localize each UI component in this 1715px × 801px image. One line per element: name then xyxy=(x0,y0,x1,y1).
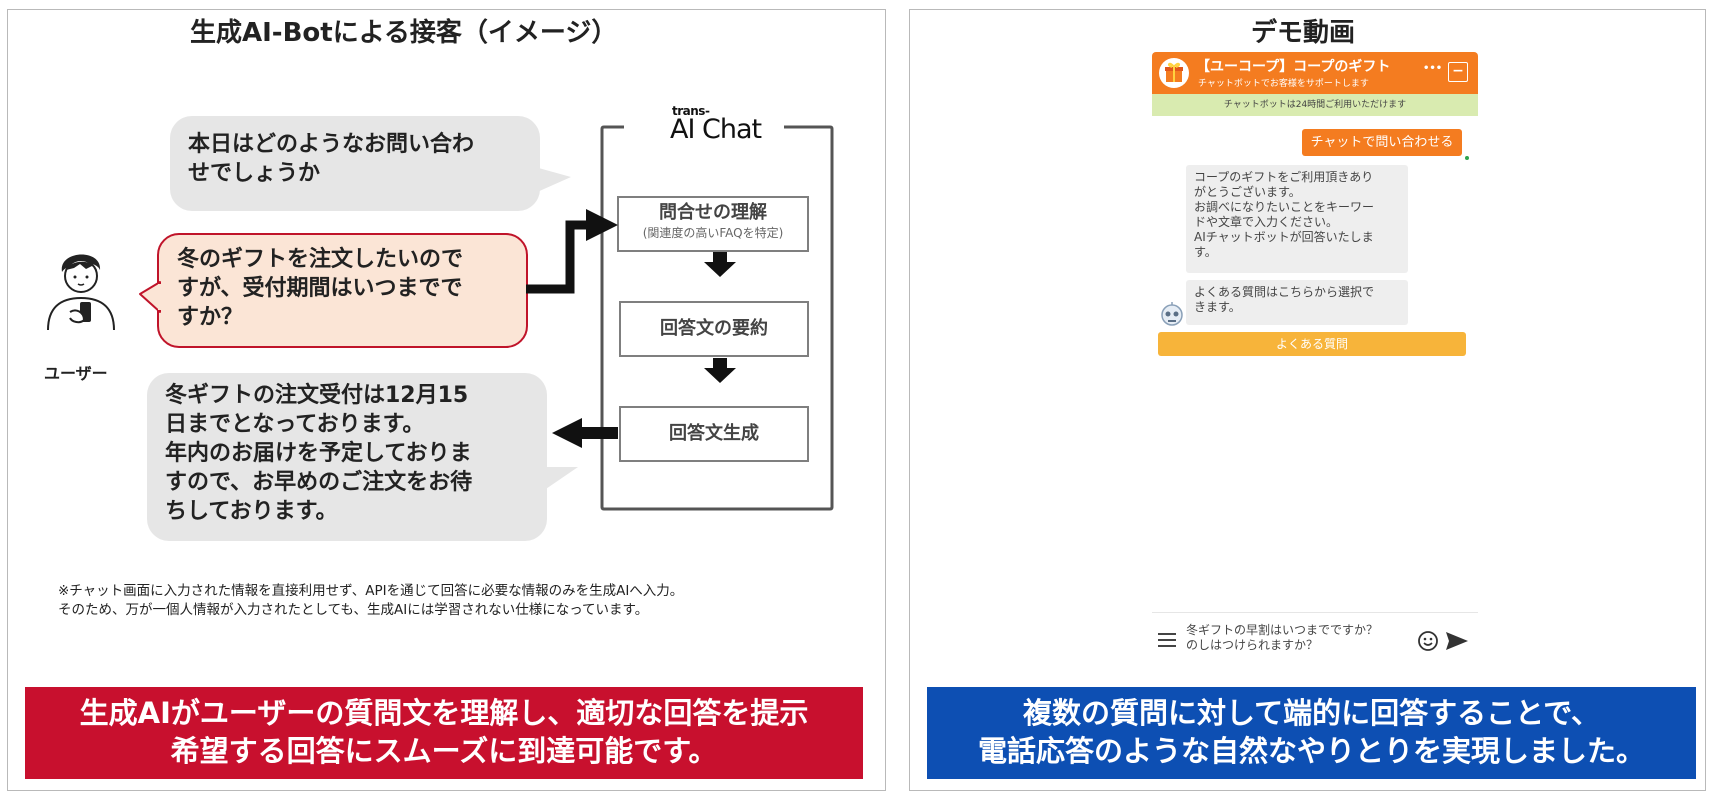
step-understand-box: 問合せの理解 (関連度の高いFAQを特定) xyxy=(617,196,809,252)
bot-answer-line-4: すので、お早めのご注文をお待 xyxy=(165,470,473,495)
chat-input-line-1: 冬ギフトの早割はいつまでですか？ xyxy=(1186,623,1379,637)
bot-welcome-message: コープのギフトをご利用頂きあり がとうございます。 お調べになりたいことをキーワ… xyxy=(1186,165,1408,273)
user-question-line-1: 冬のギフトを注文したいので xyxy=(177,247,464,272)
user-question-bubble: 冬のギフトを注文したいので すが、受付期間はいつまでで すか？ xyxy=(157,233,528,348)
step-generate-box: 回答文生成 xyxy=(619,406,809,462)
right-panel-title: デモ動画 xyxy=(1251,18,1356,48)
bot-answer-bubble: 冬ギフトの注文受付は12月15 日までとなっております。 年内のお届けを予定して… xyxy=(147,373,547,541)
ai-chat-frame xyxy=(600,125,834,511)
read-indicator xyxy=(1465,156,1469,160)
chat-header: 【ユーコープ】コープのギフト チャットボットでお客様をサポートします ••• − xyxy=(1152,52,1478,94)
bot-welcome-line-1: コープのギフトをご利用頂きあり xyxy=(1194,170,1374,184)
user-avatar-icon xyxy=(47,254,115,331)
left-panel-title: 生成AI-Botによる接客（イメージ） xyxy=(190,18,618,48)
send-icon[interactable] xyxy=(1445,630,1469,652)
bot-welcome-line-4: ドや文章で入力ください。 xyxy=(1194,215,1339,229)
bot-welcome-line-6: す。 xyxy=(1194,245,1217,259)
bot-greeting-line-1: 本日はどのようなお問い合わ xyxy=(188,132,475,157)
bot-greeting-bubble: 本日はどのようなお問い合わ せでしょうか xyxy=(170,116,540,211)
arrow-to-answer xyxy=(552,418,618,448)
more-options-icon[interactable]: ••• xyxy=(1423,63,1443,74)
privacy-note-line-2: そのため、万が一個人情報が入力されたとしても、生成AIには学習されない仕様になっ… xyxy=(58,602,649,618)
minimize-button[interactable]: − xyxy=(1448,62,1468,82)
user-question-line-3: すか？ xyxy=(177,305,244,330)
bot-answer-line-5: ちしております。 xyxy=(165,499,338,524)
chat-input-bar: 冬ギフトの早割はいつまでですか？ のしはつけられますか？ xyxy=(1152,612,1478,672)
user-chat-button[interactable]: チャットで問い合わせる xyxy=(1302,129,1462,156)
bot-answer-bubble-tail xyxy=(540,467,578,493)
bot-greeting-line-2: せでしょうか xyxy=(188,161,321,186)
bot-faq-line-1: よくある質問はこちらから選択で xyxy=(1194,285,1375,299)
step-summary-box: 回答文の要約 xyxy=(619,301,809,357)
bot-welcome-line-3: お調べになりたいことをキーワー xyxy=(1194,200,1375,214)
bot-answer-line-2: 日までとなっております。 xyxy=(165,412,425,437)
left-banner-line-2: 希望する回答にスムーズに到達可能です。 xyxy=(170,734,718,768)
user-question-bubble-tail xyxy=(139,281,162,313)
user-question-line-2: すが、受付期間はいつまでで xyxy=(177,276,463,301)
left-banner-line-1: 生成AIがユーザーの質問文を理解し、適切な回答を提示 xyxy=(79,696,809,730)
right-banner-line-2: 電話応答のような自然なやりとりを実現しました。 xyxy=(977,734,1645,768)
emoji-icon[interactable] xyxy=(1417,630,1439,652)
brand-logo: AI Chat xyxy=(670,114,762,145)
menu-icon[interactable] xyxy=(1158,632,1176,648)
down-arrow-1 xyxy=(704,252,736,277)
right-banner-line-1: 複数の質問に対して端的に回答することで、 xyxy=(1022,696,1601,730)
chat-header-title: 【ユーコープ】コープのギフト xyxy=(1196,59,1391,75)
gift-icon xyxy=(1159,58,1189,88)
bot-welcome-line-5: AIチャットボットが回答いたしま xyxy=(1194,230,1374,244)
chat-availability-note: チャットボットは24時間ご利用いただけます xyxy=(1152,94,1478,116)
bot-greeting-bubble-tail xyxy=(535,167,571,193)
step-understand-sub: (関連度の高いFAQを特定) xyxy=(642,226,784,240)
arrow-to-understand xyxy=(526,209,618,294)
bot-welcome-line-2: がとうございます。 xyxy=(1194,185,1301,199)
bot-faq-message: よくある質問はこちらから選択で きます。 xyxy=(1186,280,1408,325)
step-understand-label: 問合せの理解 xyxy=(659,202,767,223)
faq-button[interactable]: よくある質問 xyxy=(1158,332,1466,356)
chat-header-subtitle: チャットボットでお客様をサポートします xyxy=(1198,79,1369,89)
bot-faq-line-2: きます。 xyxy=(1194,300,1241,314)
privacy-note: ※チャット画面に入力された情報を直接利用せず、APIを通じて回答に必要な情報のみ… xyxy=(58,582,683,620)
left-summary-banner: 生成AIがユーザーの質問文を理解し、適切な回答を提示 希望する回答にスムーズに到… xyxy=(25,687,863,779)
user-label: ユーザー xyxy=(44,364,108,383)
brand-small: trans- xyxy=(672,104,710,118)
chat-input-line-2: のしはつけられますか？ xyxy=(1186,638,1319,652)
right-summary-banner: 複数の質問に対して端的に回答することで、 電話応答のような自然なやりとりを実現し… xyxy=(927,687,1696,779)
bot-answer-line-1: 冬ギフトの注文受付は12月15 xyxy=(165,383,469,408)
down-arrow-2 xyxy=(704,358,736,383)
privacy-note-line-1: ※チャット画面に入力された情報を直接利用せず、APIを通じて回答に必要な情報のみ… xyxy=(58,583,684,599)
chat-widget: 【ユーコープ】コープのギフト チャットボットでお客様をサポートします ••• −… xyxy=(1152,52,1478,672)
bot-answer-line-3: 年内のお届けを予定しておりま xyxy=(165,441,472,466)
chat-input-field[interactable]: 冬ギフトの早割はいつまでですか？ のしはつけられますか？ xyxy=(1186,623,1396,653)
bot-avatar-icon xyxy=(1161,302,1183,326)
